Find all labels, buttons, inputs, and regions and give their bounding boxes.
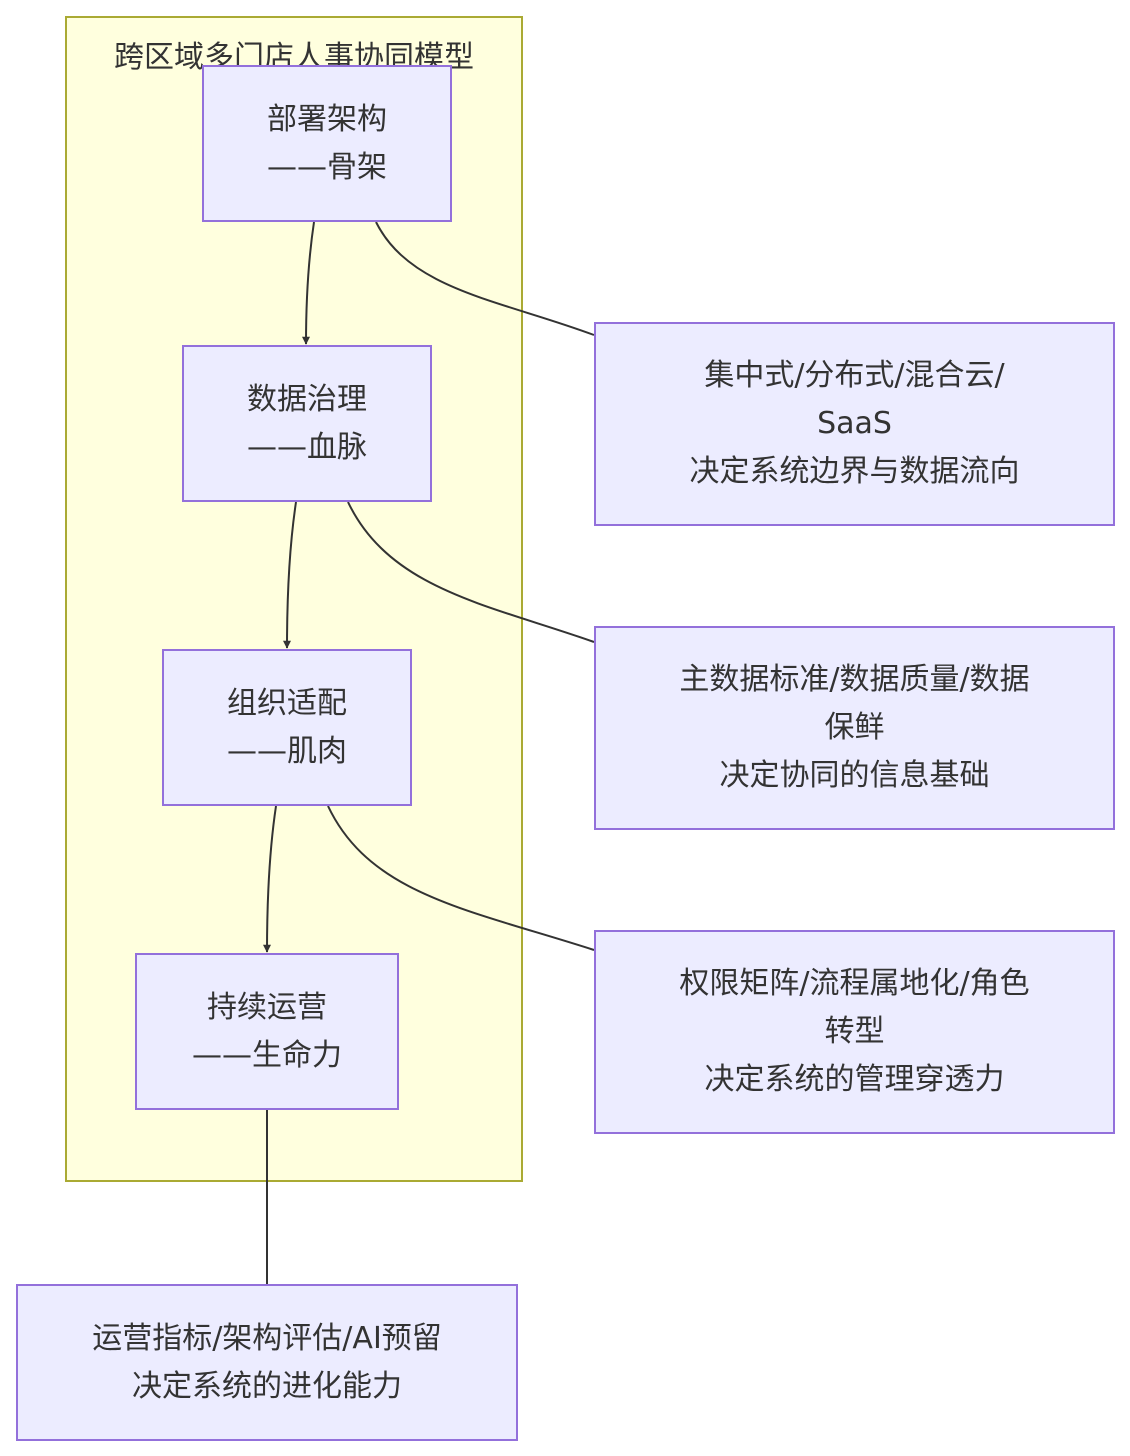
node-org-line2: ——肌肉 — [227, 733, 347, 769]
node-deploy-architecture: 部署架构 ——骨架 — [202, 65, 452, 222]
node-deploy-line1: 部署架构 — [267, 101, 387, 137]
note-data-line1: 主数据标准/数据质量/数据 — [679, 662, 1030, 697]
edge-org-to-ops — [263, 805, 277, 953]
note-org-line1: 权限矩阵/流程属地化/角色 — [679, 966, 1030, 1001]
edge-data-to-org — [283, 501, 297, 649]
note-deploy-line1: 集中式/分布式/混合云/ — [704, 358, 1005, 393]
note-data-line2: 保鲜 — [824, 710, 885, 745]
note-org-line2: 转型 — [824, 1014, 885, 1049]
note-data: 主数据标准/数据质量/数据 保鲜 决定协同的信息基础 — [594, 626, 1115, 830]
node-org-line1: 组织适配 — [227, 685, 347, 721]
note-deploy: 集中式/分布式/混合云/ SaaS 决定系统边界与数据流向 — [594, 322, 1115, 526]
note-deploy-line2: SaaS — [817, 406, 892, 441]
note-org: 权限矩阵/流程属地化/角色 转型 决定系统的管理穿透力 — [594, 930, 1115, 1134]
link-deploy-note — [375, 221, 595, 336]
edge-deploy-to-data — [302, 221, 315, 345]
node-data-line2: ——血脉 — [247, 429, 367, 465]
node-data-line1: 数据治理 — [247, 381, 367, 417]
node-continuous-operation: 持续运营 ——生命力 — [135, 953, 399, 1110]
link-org-note — [327, 805, 595, 951]
note-data-line3: 决定协同的信息基础 — [719, 758, 990, 793]
note-ops-line1: 运营指标/架构评估/AI预留 — [92, 1320, 442, 1356]
node-data-governance: 数据治理 ——血脉 — [182, 345, 432, 502]
node-deploy-line2: ——骨架 — [267, 149, 387, 185]
node-ops-line2: ——生命力 — [192, 1037, 342, 1073]
note-deploy-line3: 决定系统边界与数据流向 — [689, 454, 1020, 489]
node-ops-line1: 持续运营 — [207, 989, 327, 1025]
node-org-adaptation: 组织适配 ——肌肉 — [162, 649, 412, 806]
note-org-line3: 决定系统的管理穿透力 — [704, 1062, 1005, 1097]
link-data-note — [347, 501, 595, 643]
note-ops: 运营指标/架构评估/AI预留 决定系统的进化能力 — [16, 1284, 518, 1441]
note-ops-line2: 决定系统的进化能力 — [132, 1368, 402, 1404]
